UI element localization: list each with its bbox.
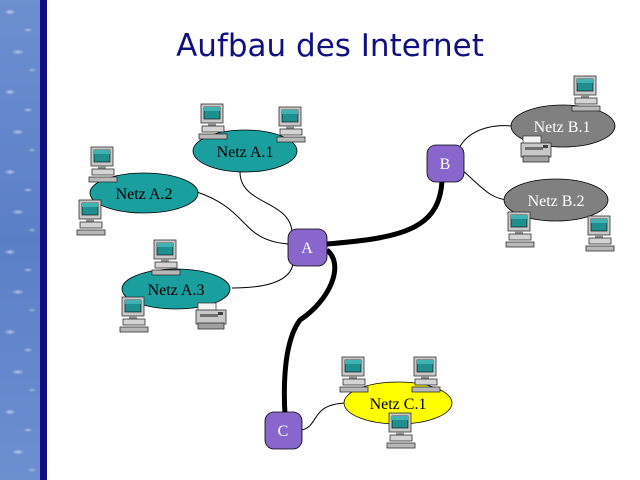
- computer-icon: [585, 215, 615, 252]
- sidebar-bar: [40, 0, 47, 480]
- router-a: [287, 228, 328, 267]
- network-label-b2: Netz B.2: [528, 193, 585, 210]
- network-b2: [503, 178, 609, 222]
- network-label-b1: Netz B.1: [534, 119, 591, 136]
- computer-icon: [339, 356, 369, 393]
- backbone-a-b: [326, 179, 445, 247]
- printer-icon: [195, 302, 227, 330]
- router-c: [264, 411, 303, 450]
- computer-icon: [119, 296, 149, 333]
- network-label-a2: Netz A.2: [116, 186, 173, 203]
- network-label-a3: Netz A.3: [148, 282, 205, 299]
- link-a2-a: [196, 191, 289, 245]
- computer-icon: [571, 75, 601, 112]
- computer-icon: [76, 199, 106, 236]
- computer-icon: [151, 239, 181, 276]
- link-c-c1: [301, 402, 346, 431]
- router-label-c: C: [278, 423, 289, 440]
- link-a1-a: [239, 171, 293, 233]
- network-a1: [192, 129, 298, 173]
- link-a3-a: [231, 263, 294, 289]
- router-b: [426, 144, 465, 183]
- link-b-b1: [457, 125, 513, 151]
- computer-icon: [411, 356, 441, 393]
- network-a2: [89, 172, 199, 214]
- router-label-b: B: [440, 156, 451, 173]
- computer-icon: [88, 146, 118, 183]
- network-label-c1: Netz C.1: [370, 396, 427, 413]
- computer-icon: [276, 106, 306, 143]
- slide-title: Aufbau des Internet: [176, 28, 484, 64]
- computer-icon: [198, 103, 228, 140]
- link-b-b2: [461, 169, 511, 201]
- computer-icon: [386, 412, 416, 449]
- computer-icon: [505, 211, 535, 248]
- backbone-a-c: [281, 248, 338, 416]
- router-label-a: A: [301, 240, 313, 257]
- network-label-a1: Netz A.1: [217, 144, 274, 161]
- water-texture-strip: [0, 0, 40, 480]
- network-a3: [121, 268, 231, 310]
